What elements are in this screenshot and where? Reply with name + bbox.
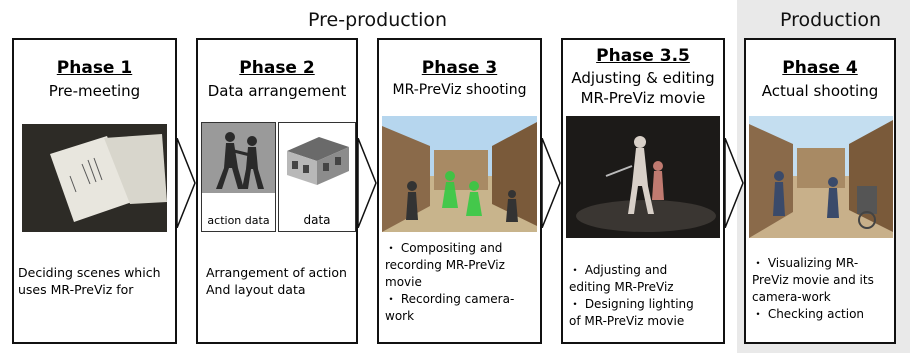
phase-3-bullet-4: ・ Recording camera-	[385, 292, 515, 306]
actual-shooting-image	[749, 116, 893, 238]
phase-1-box: Phase 1 Pre-meeting Deciding scenes whic…	[12, 38, 177, 344]
phase-3-box: Phase 3 MR-PreViz shooting ・ Compositing…	[377, 38, 542, 344]
phase-3-subtitle: MR-PreViz shooting	[392, 82, 527, 98]
phase-4-bullet-4: ・ Checking action	[752, 307, 865, 321]
phase-3-bullet-1: ・ Compositing and	[385, 241, 503, 255]
phase-3-bullet-2: recording MR-PreViz	[385, 258, 505, 272]
arrow-right-icon	[542, 138, 561, 228]
layout-data-panel: data	[278, 122, 356, 232]
phase-3-5-box: Phase 3.5 Adjusting & editing MR-PreViz …	[561, 38, 725, 344]
phase-2-title: Phase 2	[239, 58, 315, 78]
phase-4-bullet-2: PreViz movie and its	[752, 273, 874, 287]
phase-4-subtitle: Actual shooting	[761, 82, 879, 100]
phase-3-bullet-3: movie	[385, 275, 422, 289]
action-data-panel: action data	[201, 122, 276, 232]
phase-1-subtitle: Pre-meeting	[48, 82, 141, 100]
layout-data-caption: data	[303, 213, 331, 227]
arrow-right-icon	[177, 138, 196, 228]
phase-1-desc-line-1: Deciding scenes which	[18, 265, 161, 280]
phase-3-5-bullet-4: of MR-PreViz movie	[569, 314, 685, 328]
phase-2-box: Phase 2 Data arrangement action data	[196, 38, 358, 344]
phase-3-title: Phase 3	[421, 58, 498, 78]
phase-3-5-subtitle-line-2: MR-PreViz movie	[580, 89, 706, 107]
production-label: Production	[780, 9, 882, 31]
arrow-right-icon	[725, 138, 744, 228]
phase-3-5-subtitle-line-1: Adjusting & editing	[571, 69, 715, 87]
phase-4-bullet-3: camera-work	[752, 290, 831, 304]
phase-3-5-bullet-3: ・ Designing lighting	[569, 297, 694, 311]
mr-previz-shooting-image	[382, 116, 537, 232]
phase-4-title: Phase 4	[782, 58, 858, 78]
phase-3-5-title: Phase 3.5	[596, 46, 690, 66]
phase-3-bullet-5: work	[385, 309, 415, 323]
phase-4-bullet-1: ・ Visualizing MR-	[752, 256, 859, 270]
editing-image	[566, 116, 720, 238]
phase-3-5-bullet-1: ・ Adjusting and	[569, 263, 668, 277]
phase-4-box: Phase 4 Actual shooting ・ Visualizing MR…	[744, 38, 896, 344]
phase-2-desc-line-2: And layout data	[206, 282, 306, 297]
phase-2-subtitle: Data arrangement	[207, 82, 347, 100]
phase-2-desc-line-1: Arrangement of action	[206, 265, 347, 280]
phase-1-title: Phase 1	[56, 58, 133, 78]
action-data-caption: action data	[207, 214, 270, 227]
phase-1-desc-line-2: uses MR-PreViz for	[18, 282, 134, 297]
meeting-photo	[22, 124, 167, 232]
arrow-right-icon	[358, 138, 377, 228]
phase-3-5-bullet-2: editing MR-PreViz	[569, 280, 674, 294]
preproduction-label: Pre-production	[308, 9, 448, 31]
